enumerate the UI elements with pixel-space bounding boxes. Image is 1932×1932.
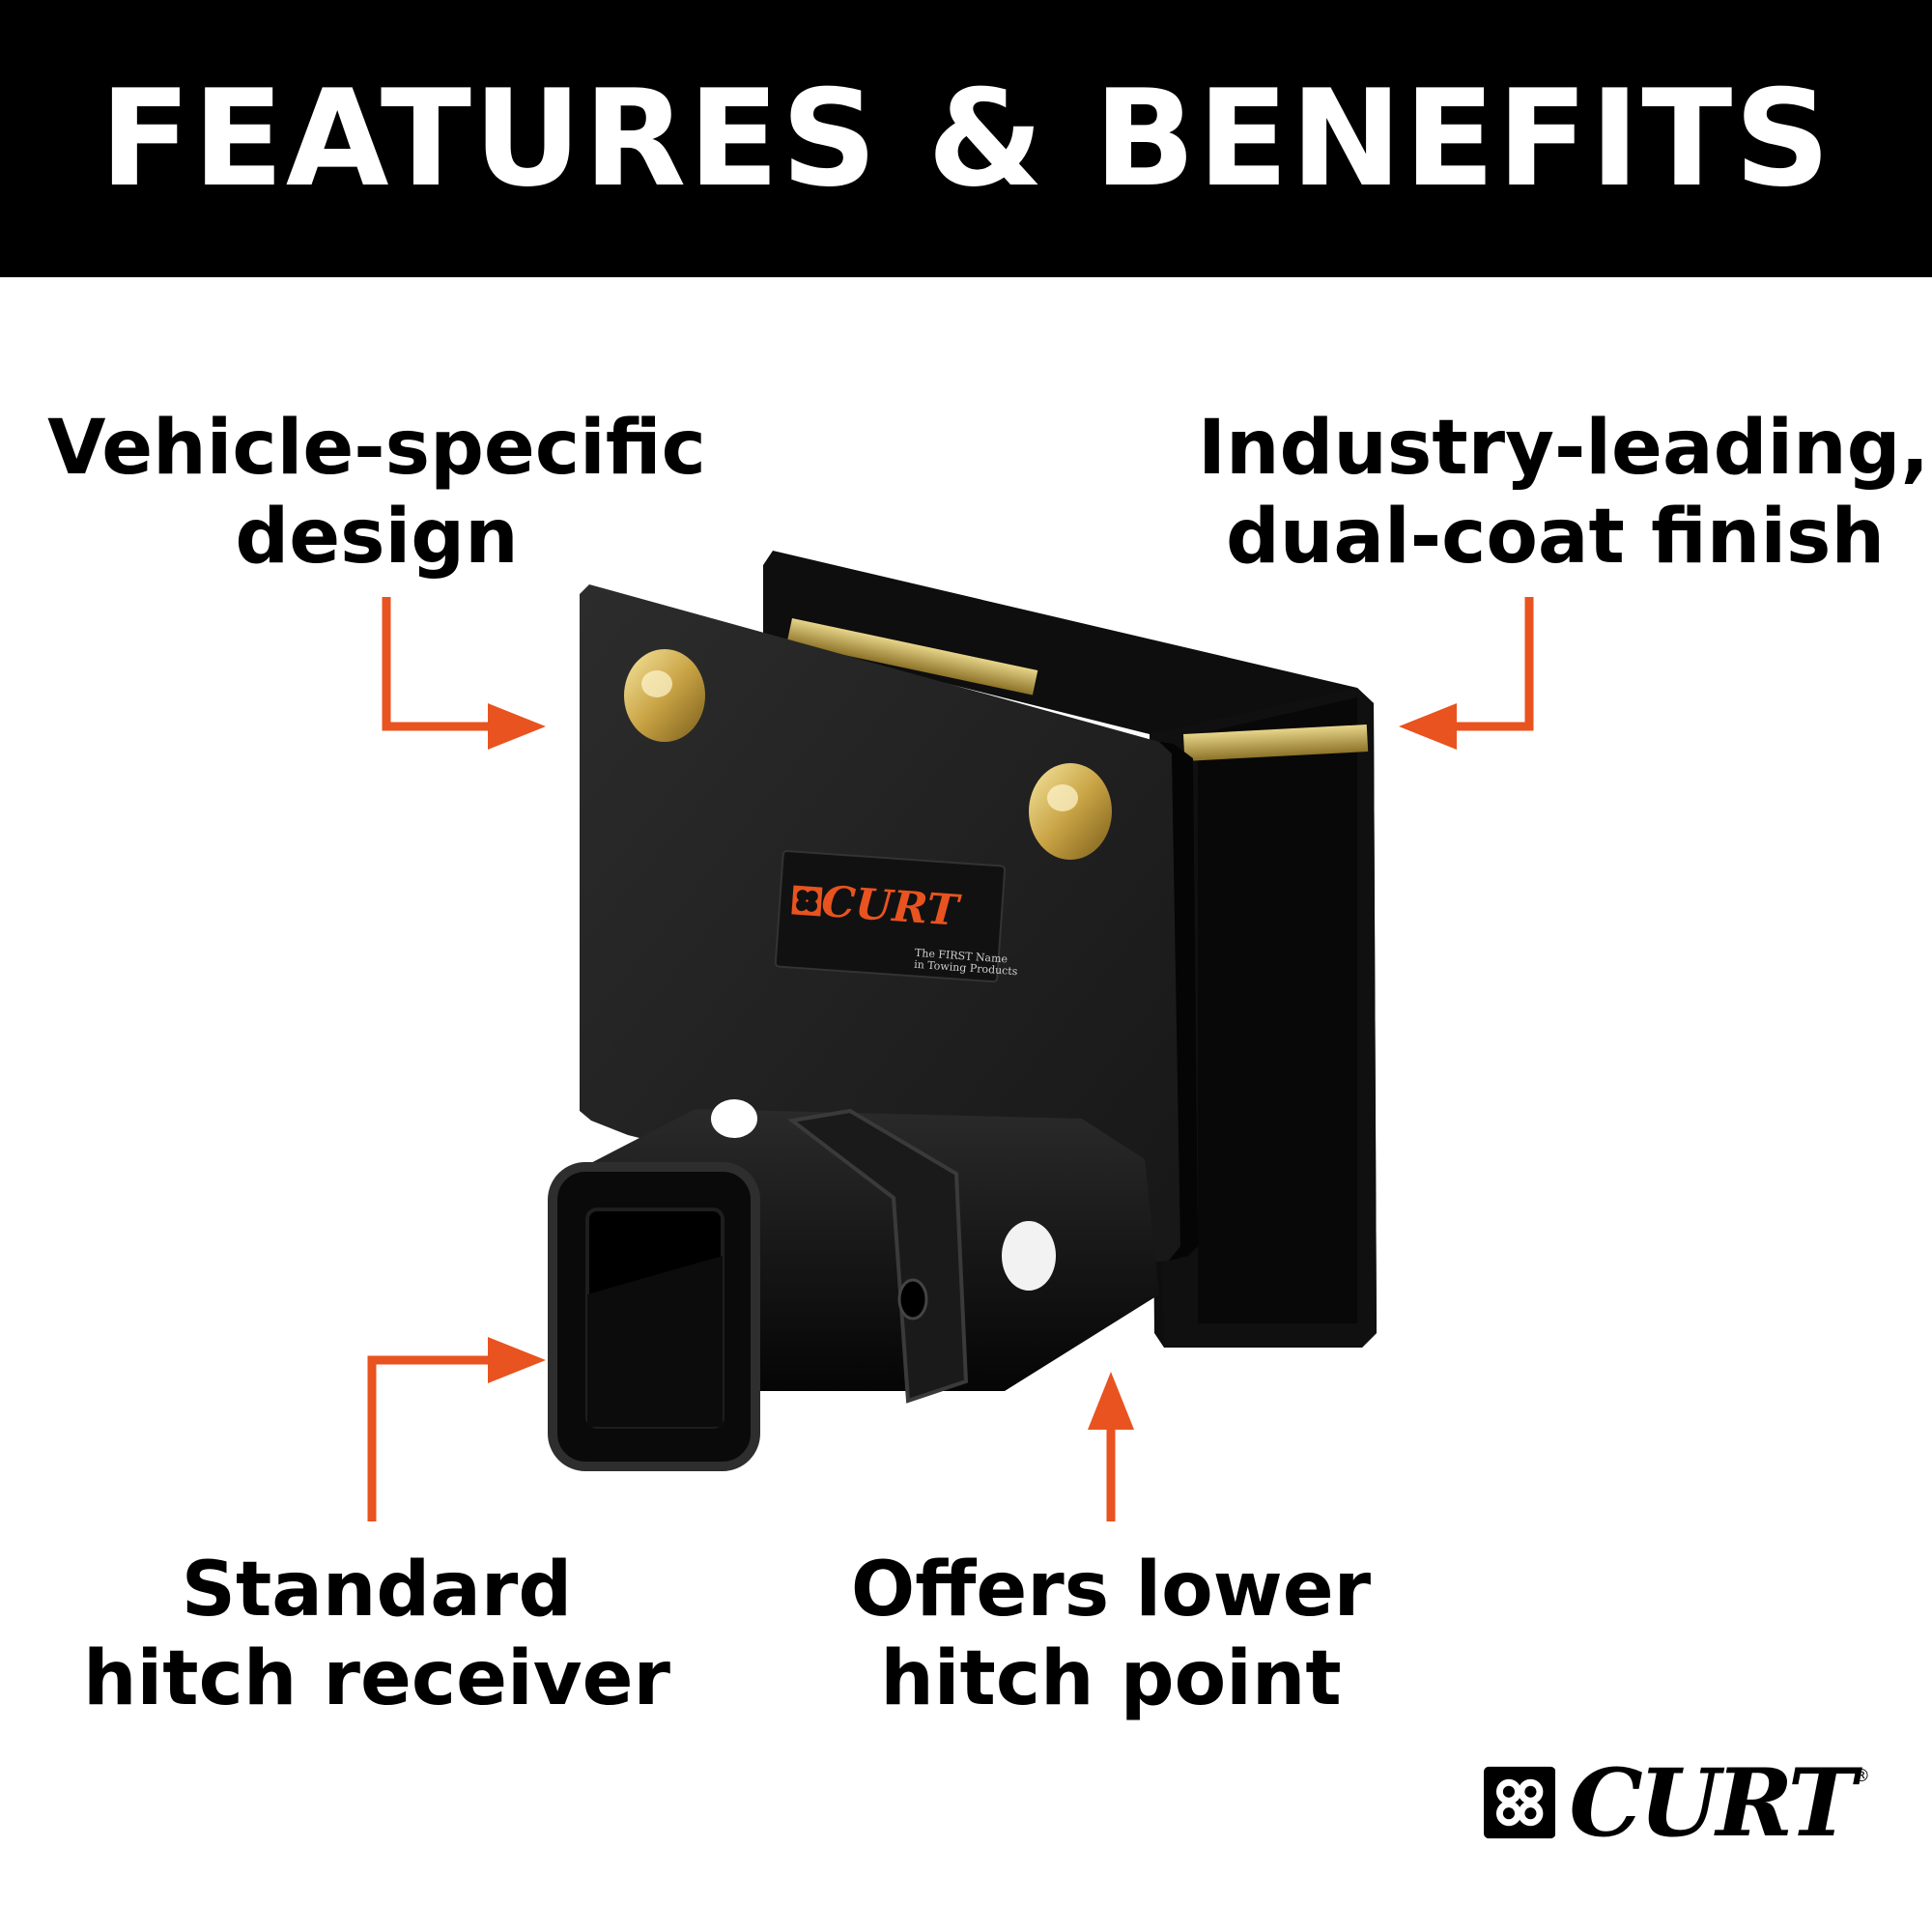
arrow-right-icon (488, 1337, 546, 1383)
threaded-rod-right (1183, 724, 1369, 761)
callout-line: Standard (181, 1547, 573, 1634)
callout-line: dual-coat finish (1225, 494, 1886, 581)
callout-line: hitch receiver (83, 1635, 670, 1722)
banner-title: FEATURES & BENEFITS (99, 61, 1833, 216)
callout-line: design (235, 494, 519, 581)
arrow-right-icon (367, 1355, 497, 1521)
curt-logo-icon (1484, 1766, 1556, 1839)
arrow-up-icon (1088, 1372, 1134, 1430)
header-banner: FEATURES & BENEFITS (0, 0, 1932, 277)
arrow-right-icon (488, 703, 546, 750)
callout-lower-hitch: Offers lower hitch point (850, 1546, 1372, 1723)
arrow-right-icon (382, 597, 497, 731)
callout-line: Industry-leading, (1198, 405, 1930, 492)
curt-sticker (774, 849, 1007, 983)
threaded-rod-top (786, 618, 1038, 696)
callout-line: hitch point (880, 1635, 1342, 1722)
arrow-left-icon (1399, 703, 1457, 750)
pin-hole-large (1002, 1221, 1056, 1291)
callout-dual-coat: Industry-leading, dual-coat finish (1198, 404, 1930, 582)
callout-line: Offers lower (850, 1547, 1372, 1634)
weld-collar (787, 1108, 969, 1404)
registered-mark: ® (1853, 1766, 1870, 1786)
arrow-left-icon (1447, 597, 1534, 731)
logo-wordmark: CURT (1569, 1747, 1857, 1858)
callout-receiver: Standard hitch receiver (68, 1546, 686, 1723)
curt-logo: CURT ® (1484, 1748, 1870, 1858)
callout-vehicle-specific: Vehicle-specific design (39, 404, 715, 582)
callout-line: Vehicle-specific (47, 405, 706, 492)
pin-hole-small (897, 1278, 928, 1321)
bolt-head-bottom (1029, 763, 1112, 860)
